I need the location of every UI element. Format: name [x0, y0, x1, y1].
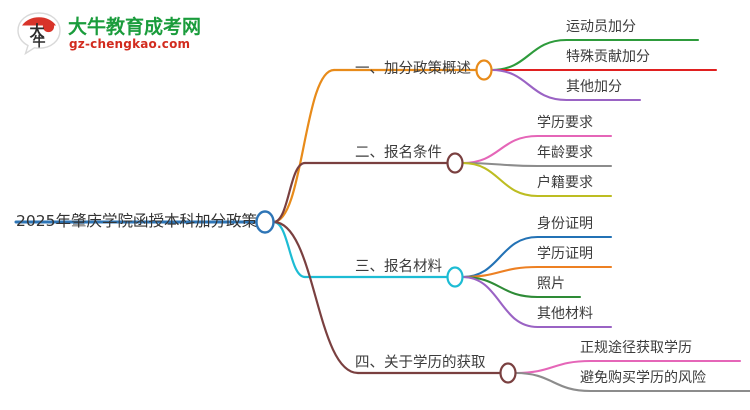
branch-2-circle[interactable]	[446, 152, 464, 174]
branch-3-child-2-label: 学历证明	[537, 246, 593, 262]
branch-1-circle[interactable]	[475, 59, 493, 81]
logo-domain: gz-chengkao.com	[69, 37, 191, 51]
branch-3-child-1-curve	[461, 235, 613, 279]
branch-4-circle[interactable]	[499, 362, 517, 384]
svg-text:大: 大	[29, 22, 44, 40]
daniu-bubble-icon: 大 牛	[17, 12, 61, 56]
branch-2-child-2-label: 年龄要求	[537, 145, 593, 161]
branch-curve-1	[272, 68, 336, 224]
branch-4-child-2-label: 避免购买学历的风险	[580, 370, 706, 386]
branch-3-child-2-curve	[461, 265, 613, 279]
svg-text:牛: 牛	[32, 34, 45, 50]
branch-4-child-1-label: 正规途径获取学历	[580, 340, 692, 356]
branch-1-child-3-label: 其他加分	[566, 79, 622, 95]
site-logo[interactable]: 大 牛 大牛教育成考网 gz-chengkao.com	[16, 8, 206, 60]
branch-2-child-3-label: 户籍要求	[537, 175, 593, 191]
logo-site-name: 大牛教育成考网	[68, 16, 202, 38]
root-node-label: 2025年肇庆学院函授本科加分政策	[16, 212, 257, 230]
branch-2-child-1-label: 学历要求	[537, 115, 593, 131]
branch-3-child-1-label: 身份证明	[537, 216, 593, 232]
branch-3-circle[interactable]	[446, 266, 464, 288]
branch-3-child-4-label: 其他材料	[537, 306, 593, 322]
branch-2-label: 二、报名条件	[355, 145, 442, 161]
branch-4-label: 四、关于学历的获取	[355, 355, 486, 371]
branch-4-child-1-curve	[514, 359, 742, 375]
branch-1-child-1-curve	[490, 38, 700, 72]
branch-2-child-2-curve	[461, 161, 613, 168]
branch-4-child-2-curve	[514, 371, 750, 393]
branch-1-child-3-curve	[490, 68, 642, 102]
branch-2-child-3-curve	[461, 161, 613, 198]
branch-3-child-3-label: 照片	[537, 276, 565, 292]
root-node-circle[interactable]	[255, 210, 275, 234]
branch-2-child-1-curve	[461, 134, 613, 165]
branch-curve-2	[272, 161, 307, 224]
branch-1-child-1-label: 运动员加分	[566, 19, 636, 35]
branch-1-label: 一、加分政策概述	[355, 61, 471, 77]
branch-3-child-4-curve	[461, 275, 613, 329]
branch-1-child-2-label: 特殊贡献加分	[566, 49, 650, 65]
branch-curve-4	[272, 220, 360, 375]
branch-3-label: 三、报名材料	[355, 259, 442, 275]
